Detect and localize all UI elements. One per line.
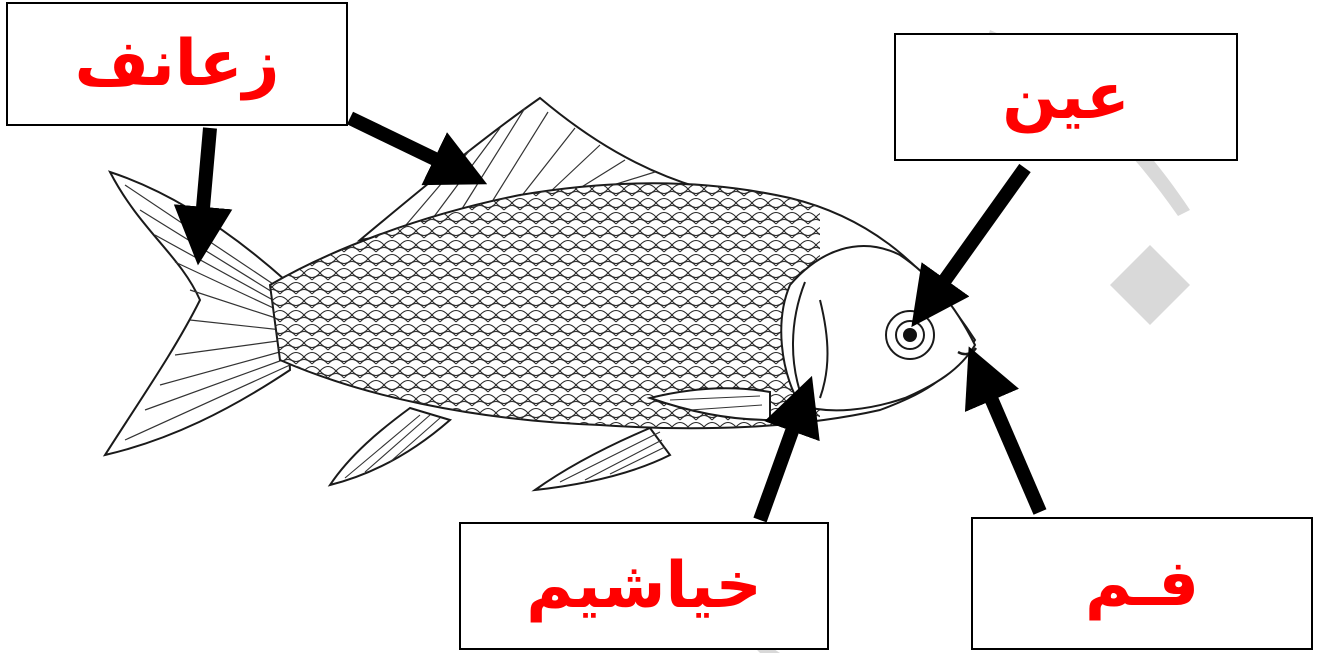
arrow-icon-fins-tail — [200, 128, 210, 242]
arrow-icon-fins-dorsal — [350, 118, 466, 174]
anal-fin — [330, 408, 450, 485]
watermark-diamond — [1110, 245, 1190, 325]
arrow-icon-eye — [925, 168, 1025, 308]
label-mouth: فـم — [1085, 552, 1199, 616]
label-box-eye: عين — [894, 33, 1238, 161]
fish-eye-pupil — [903, 328, 917, 342]
label-box-fins: زعانف — [6, 2, 348, 126]
label-box-gills: خياشيم — [459, 522, 829, 650]
label-box-mouth: فـم — [971, 517, 1313, 650]
arrow-icon-mouth — [978, 368, 1040, 512]
label-gills: خياشيم — [526, 554, 762, 618]
label-eye: عين — [1002, 65, 1129, 129]
fish-illustration — [105, 98, 976, 490]
label-fins: زعانف — [75, 32, 280, 96]
